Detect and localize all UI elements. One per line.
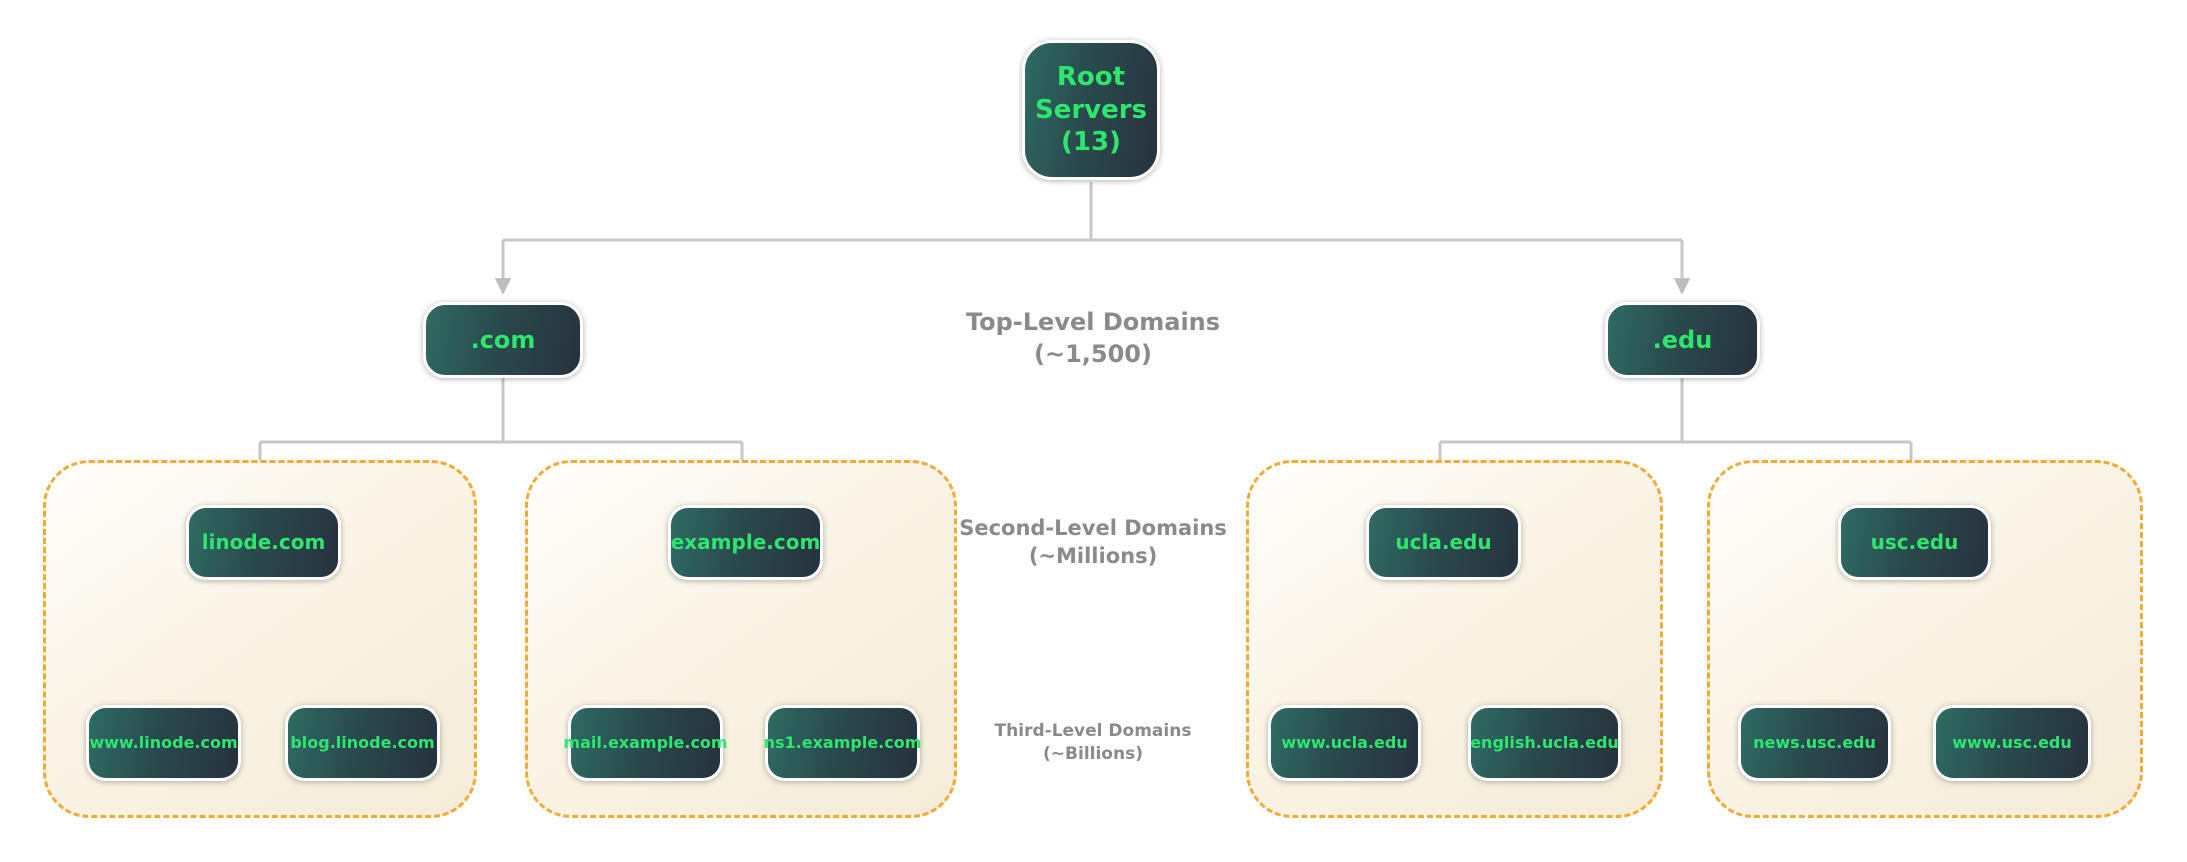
- zone-linode: linode.com www.linode.com blog.linode.co…: [43, 460, 477, 818]
- node-tld-edu: .edu: [1605, 302, 1760, 378]
- node-sld-linode: linode.com: [186, 505, 341, 580]
- node-sld-ucla: ucla.edu: [1366, 505, 1521, 580]
- tier-label-subtitle: (~Millions): [1028, 544, 1158, 569]
- node-sld-usc: usc.edu: [1838, 505, 1991, 580]
- node-sub-www-usc: www.usc.edu: [1933, 705, 2091, 781]
- tier-label-title: Second-Level Domains: [959, 516, 1227, 540]
- node-sld-example: example.com: [668, 505, 823, 580]
- node-sub-blog-linode: blog.linode.com: [285, 705, 440, 781]
- tier-label-third-level: Third-Level Domains (~Billions): [995, 720, 1192, 766]
- node-sub-english-ucla: english.ucla.edu: [1468, 705, 1621, 781]
- tier-label-subtitle: (~Billions): [1043, 743, 1143, 764]
- node-sub-ns1-example: ns1.example.com: [764, 705, 921, 781]
- zone-ucla: ucla.edu www.ucla.edu english.ucla.edu: [1246, 460, 1663, 818]
- node-tld-com: .com: [423, 302, 583, 378]
- node-root-servers: Root Servers (13): [1022, 40, 1160, 180]
- tier-label-title: Top-Level Domains: [965, 308, 1221, 336]
- node-sub-mail-example: mail.example.com: [563, 705, 728, 781]
- tier-label-subtitle: (~1,500): [1034, 340, 1152, 369]
- node-sub-www-ucla: www.ucla.edu: [1268, 705, 1421, 781]
- tier-label-second-level: Second-Level Domains (~Millions): [959, 514, 1227, 571]
- zone-example: example.com mail.example.com ns1.example…: [525, 460, 957, 818]
- tier-label-top-level: Top-Level Domains (~1,500): [966, 306, 1220, 371]
- node-sub-www-linode: www.linode.com: [86, 705, 241, 781]
- node-sub-news-usc: news.usc.edu: [1738, 705, 1891, 781]
- zone-usc: usc.edu news.usc.edu www.usc.edu: [1707, 460, 2143, 818]
- tier-label-title: Third-Level Domains: [994, 721, 1192, 741]
